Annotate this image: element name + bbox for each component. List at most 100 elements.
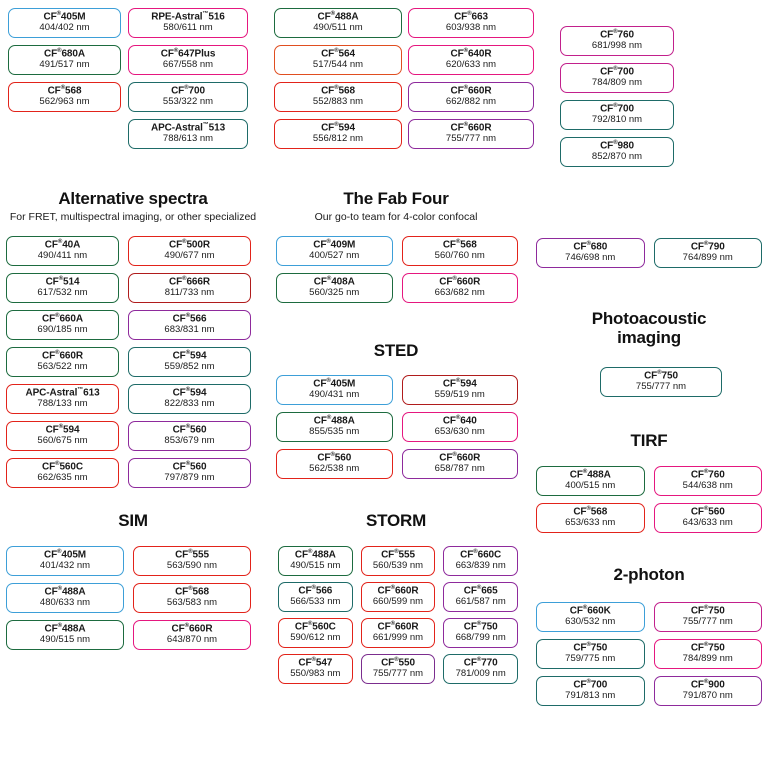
- dye-excitation-emission: 560/675 nm: [37, 435, 88, 447]
- trademark-glyph: ®: [703, 468, 709, 475]
- dye-excitation-emission: 791/870 nm: [682, 690, 733, 702]
- trademark-glyph: ®: [703, 678, 709, 685]
- dye-name: CF®568: [321, 84, 355, 97]
- dye-name: CF®568: [47, 84, 82, 97]
- trademark-glyph: ®: [311, 584, 316, 591]
- dye-name: CF®750: [644, 369, 678, 382]
- dye-name: CF®405M: [43, 548, 87, 561]
- dye-excitation-emission: 797/879 nm: [164, 472, 215, 484]
- trademark-glyph: ®: [185, 386, 191, 393]
- dye-excitation-emission: 560/539 nm: [372, 560, 424, 572]
- trademark-glyph: ®: [390, 620, 395, 627]
- trademark-glyph: ®: [586, 641, 591, 648]
- dye-excitation-emission: 822/833 nm: [164, 398, 215, 410]
- trademark-glyph: ®: [55, 349, 60, 356]
- dye-name: CF®568: [573, 505, 608, 518]
- trademark-glyph: ®: [455, 414, 461, 421]
- trademark-glyph: ®: [394, 656, 399, 663]
- trademark-glyph: ™: [202, 121, 209, 128]
- dye-name: CF®564: [321, 47, 355, 60]
- trademark-glyph: ™: [77, 386, 84, 393]
- dye-name: CF®680: [573, 240, 608, 253]
- dye-name: RPE-Astral™516: [151, 10, 225, 23]
